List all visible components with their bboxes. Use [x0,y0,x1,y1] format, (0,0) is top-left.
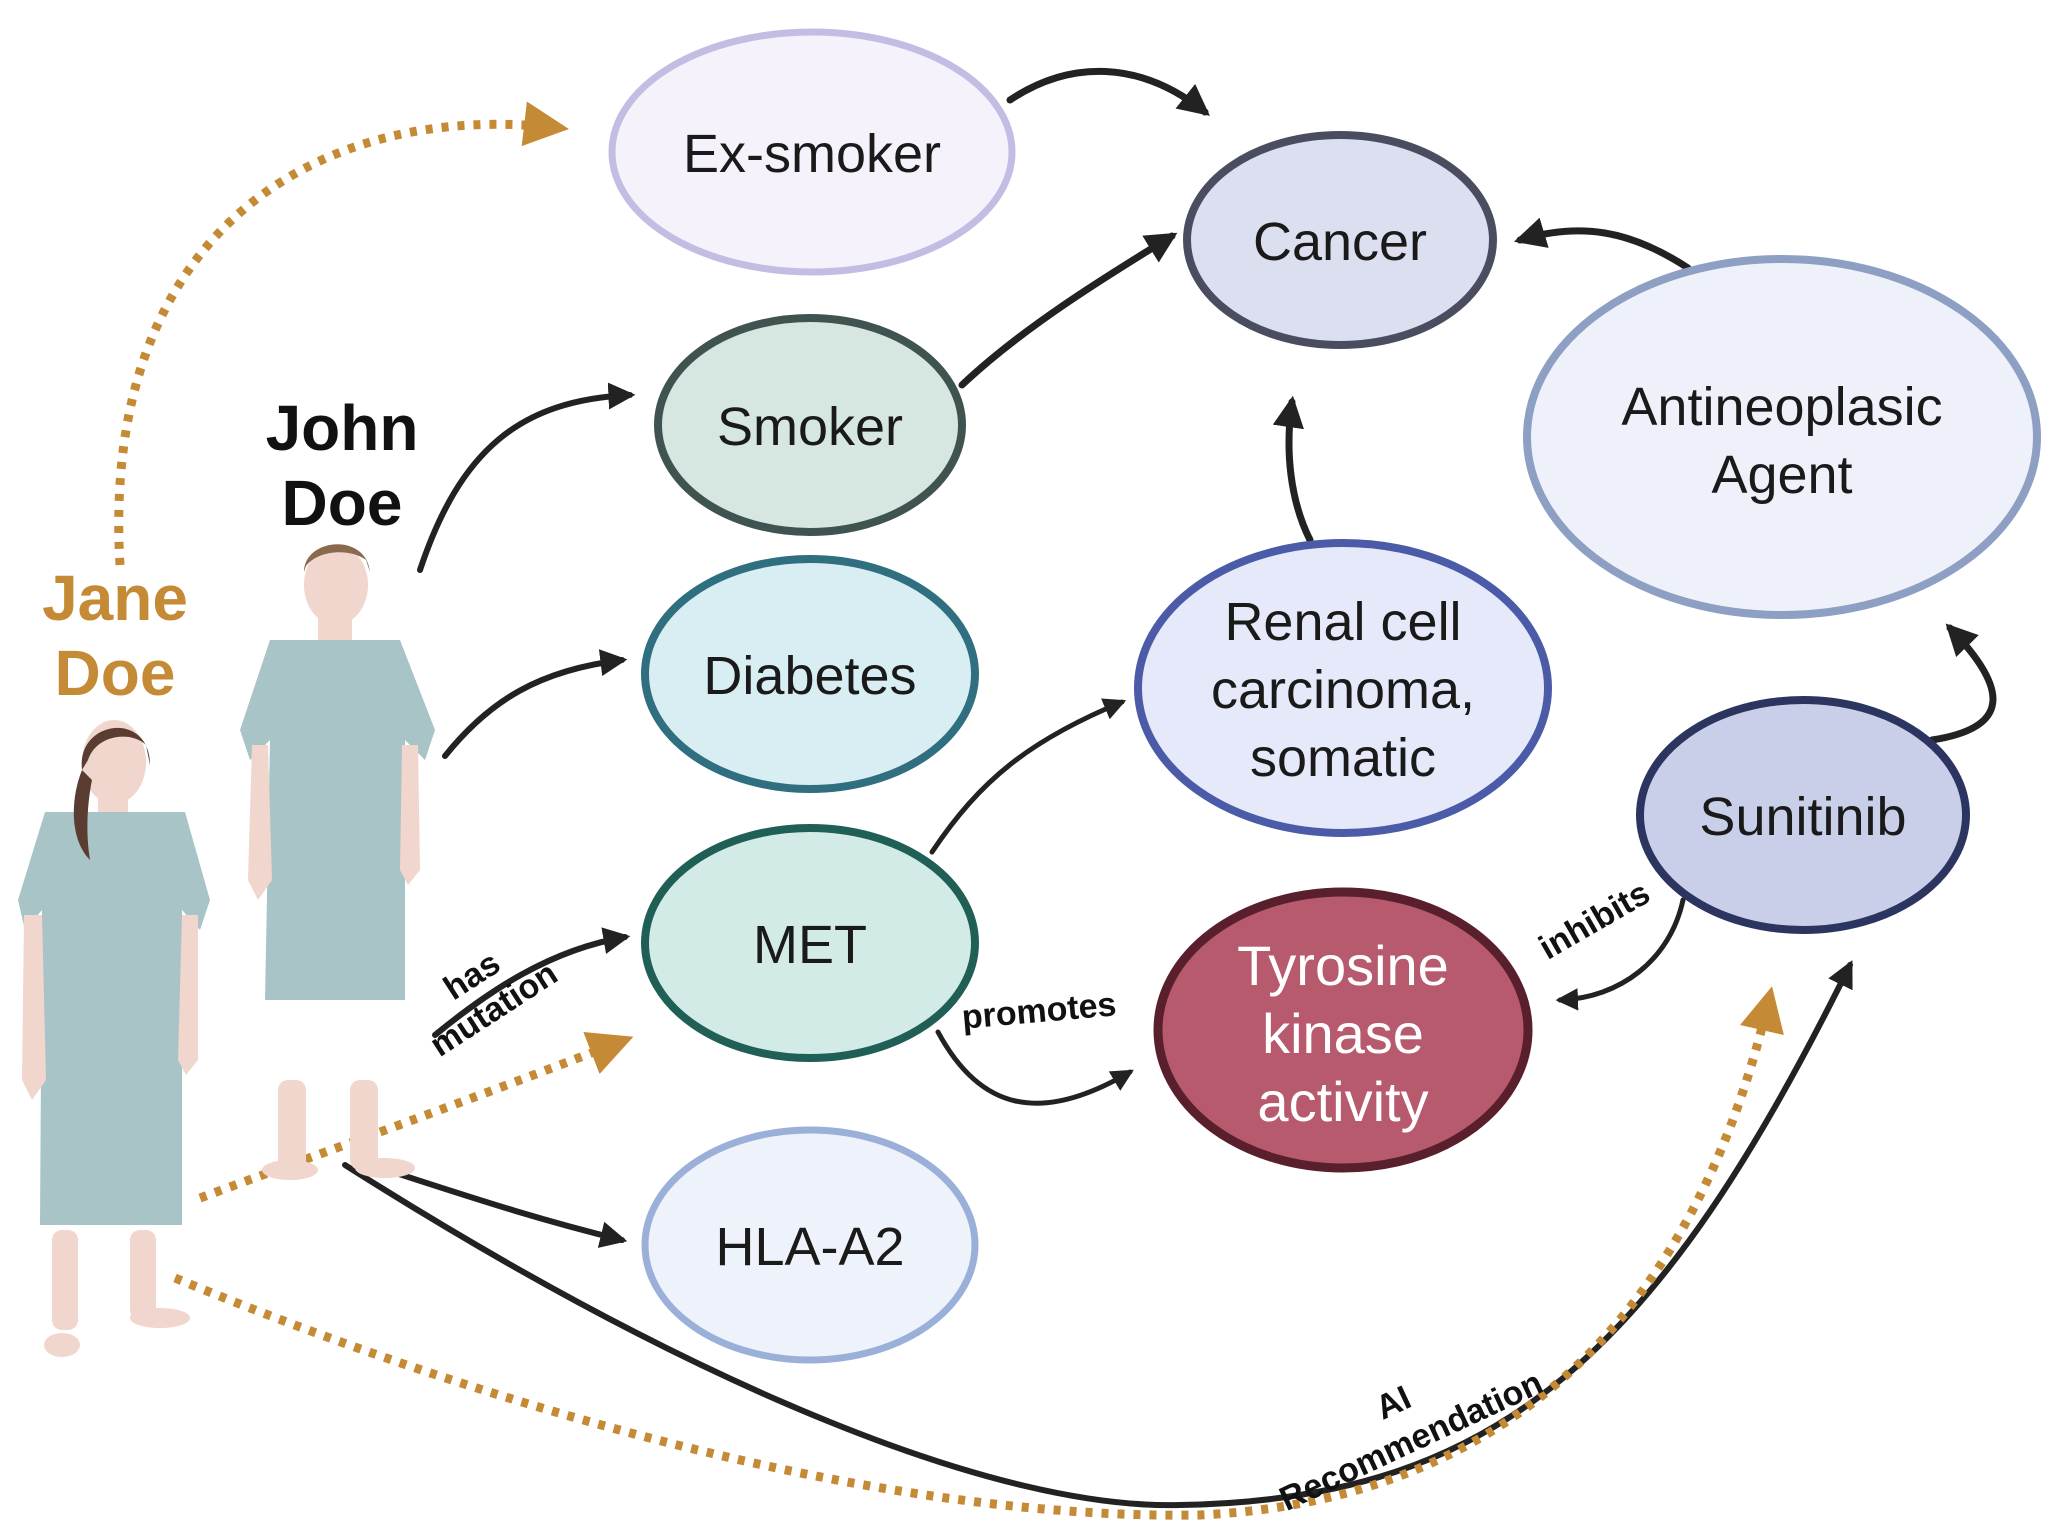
edge-label-has-mutation: has mutation [423,944,564,1064]
smoker-ellipse [654,314,966,536]
inhibits-label: inhibits [1533,874,1657,967]
edge-met-renal [929,698,1127,855]
sunitinib-label: Sunitinib [1699,787,1906,847]
antineoplasic-ellipse [1523,255,2041,619]
met-label: MET [753,915,867,975]
node-met[interactable]: MET [641,824,979,1062]
node-hla-a2[interactable]: HLA-A2 [641,1126,979,1364]
jane-name-line2: Doe [55,637,176,709]
tyrosine-label-line1: Tyrosine [1237,934,1449,997]
antineoplasic-label-line1: Antineoplasic [1621,377,1942,437]
node-tyrosine-kinase-activity[interactable]: Tyrosine kinase activity [1153,887,1533,1173]
node-antineoplasic-agent[interactable]: Antineoplasic Agent [1523,255,2041,619]
renal-label-line2: carcinoma, [1211,660,1475,720]
renal-ellipse [1134,539,1552,837]
node-smoker[interactable]: Smoker [654,314,966,536]
ex-smoker-label: Ex-smoker [683,124,941,184]
diabetes-ellipse [641,555,979,793]
hla-a2-label: HLA-A2 [715,1217,904,1277]
node-cancer[interactable]: Cancer [1183,131,1497,349]
edge-john-met [432,927,631,1038]
node-ex-smoker[interactable]: Ex-smoker [608,28,1016,276]
edge-renal-cancer [1272,395,1314,544]
edge-john-smoker [417,382,636,573]
john-doe-figure-icon [240,544,435,1180]
jane-doe-name: Jane Doe [42,562,188,709]
edge-jane-met [198,1032,634,1203]
cancer-ellipse [1183,131,1497,349]
diabetes-label: Diabetes [703,646,916,706]
john-doe-name: John Doe [266,392,419,539]
promotes-label: promotes [960,985,1118,1036]
edge-sunitinib-antineoplasic [1928,623,1997,744]
tyrosine-ellipse [1153,887,1533,1173]
john-name-line2: Doe [282,467,403,539]
edge-jane-exsmoker [114,101,569,566]
node-renal-cell-carcinoma[interactable]: Renal cell carcinoma, somatic [1134,539,1552,837]
john-name-line1: John [266,392,419,464]
edge-john-sunitinib-ai [342,960,1853,1509]
edge-met-tyrosine [935,1029,1134,1106]
tyrosine-label-line2: kinase [1262,1002,1424,1065]
cancer-label: Cancer [1253,212,1427,272]
dotted-edges [114,101,1784,1520]
node-diabetes[interactable]: Diabetes [641,555,979,793]
antineoplasic-label-line2: Agent [1711,445,1852,505]
jane-name-line1: Jane [42,562,188,634]
edge-antineoplasic-cancer [1513,217,1692,272]
renal-label-line1: Renal cell [1224,592,1461,652]
tyrosine-label-line3: activity [1257,1070,1428,1133]
edge-exsmoker-cancer [1006,67,1210,116]
ex-smoker-ellipse [608,28,1016,276]
ai-label-line2: Recommendation [1274,1364,1549,1519]
met-ellipse [641,824,979,1062]
smoker-label: Smoker [717,397,903,457]
renal-label-line3: somatic [1250,728,1436,788]
edge-jane-sunitinib [173,986,1784,1520]
hla-a2-ellipse [641,1126,979,1364]
node-sunitinib[interactable]: Sunitinib [1636,696,1970,934]
edge-smoker-cancer [958,232,1178,389]
edge-sunitinib-tyrosine [1555,897,1686,1011]
jane-doe-figure-icon [18,720,210,1357]
edge-john-diabetes [442,649,628,759]
sunitinib-ellipse [1636,696,1970,934]
